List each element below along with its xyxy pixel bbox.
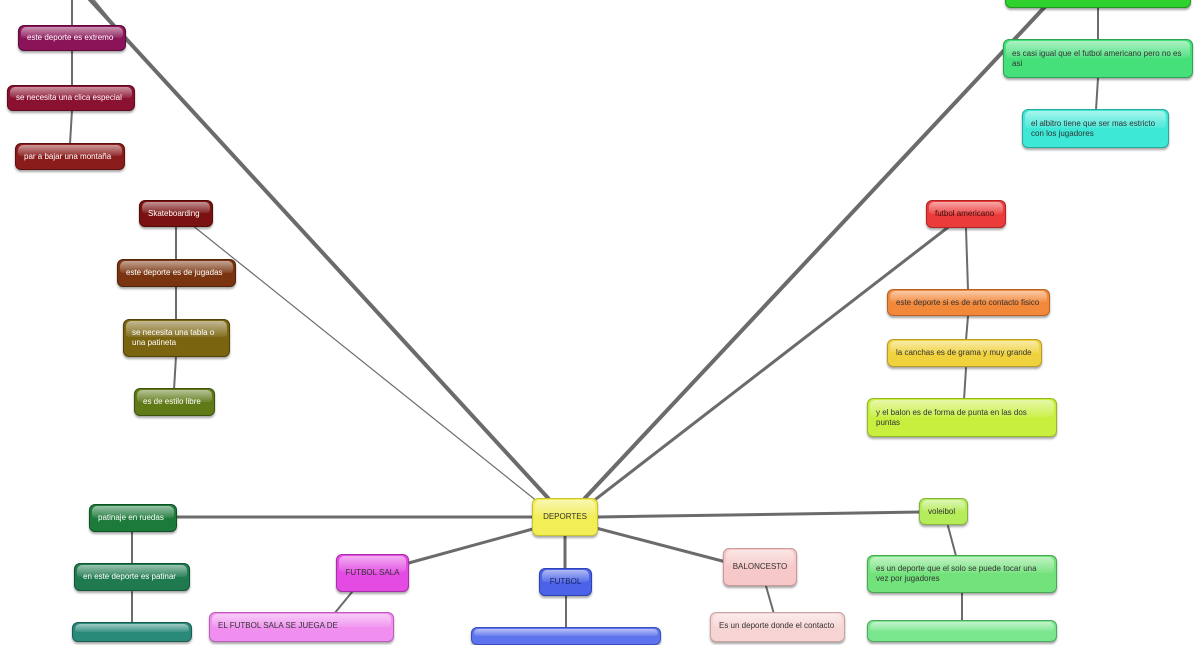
link-tabla-libre bbox=[173, 355, 177, 391]
link-futam-contacto bbox=[965, 227, 969, 291]
link-center-baloncesto bbox=[590, 525, 728, 564]
link-center-top-left bbox=[87, 0, 550, 500]
link-center-voleibol bbox=[596, 510, 924, 519]
node-grama[interactable]: la canchas es de grama y muy grande bbox=[887, 339, 1042, 367]
node-sala-desc[interactable]: EL FUTBOL SALA SE JUEGA DE bbox=[209, 612, 394, 642]
link-grama-balon bbox=[963, 367, 967, 401]
node-fut-americano-label: futbol americano bbox=[935, 209, 995, 218]
node-tabla-label: se necesita una tabla o una patineta bbox=[132, 328, 215, 347]
node-libre-label: es de estilo libre bbox=[143, 397, 201, 406]
node-extremo-label: este deporte es extremo bbox=[27, 33, 114, 42]
node-bal-desc[interactable]: Es un deporte donde el contacto bbox=[710, 612, 845, 642]
link-contacto-grama bbox=[965, 315, 969, 341]
node-patinar-label: en este deporte es patinar bbox=[83, 572, 176, 581]
node-skate-label: Skateboarding bbox=[148, 208, 200, 218]
node-tabla[interactable]: se necesita una tabla o una patineta bbox=[123, 319, 230, 357]
node-sala-desc-label: EL FUTBOL SALA SE JUEGA DE bbox=[218, 621, 338, 630]
link-clica-montana bbox=[69, 109, 73, 145]
node-voleibol-label: voleibol bbox=[928, 506, 956, 516]
node-deportes[interactable]: DEPORTES bbox=[532, 498, 598, 536]
node-baloncesto[interactable]: BALONCESTO bbox=[723, 548, 797, 586]
connector-lines bbox=[69, 0, 1099, 630]
node-vol-desc-label: es un deporte que el solo se puede tocar… bbox=[876, 564, 1037, 583]
node-vol-child2[interactable] bbox=[867, 620, 1057, 642]
node-balon[interactable]: y el balon es de forma de punta en las d… bbox=[867, 398, 1057, 437]
link-center-skate bbox=[191, 224, 539, 503]
link-sala-desc bbox=[333, 591, 353, 615]
node-montana[interactable]: par a bajar una montaña bbox=[15, 143, 125, 170]
node-futbol-sala[interactable]: FUTBOL SALA bbox=[336, 554, 409, 592]
node-jugadas[interactable]: este deporte es de jugadas bbox=[117, 259, 236, 287]
node-top-right-green[interactable] bbox=[1005, 0, 1191, 8]
node-patinar[interactable]: en este deporte es patinar bbox=[74, 563, 190, 591]
node-montana-label: par a bajar una montaña bbox=[24, 151, 112, 161]
node-clica-label: se necesita una clica especial bbox=[16, 93, 122, 102]
node-futbol-label: FUTBOL bbox=[549, 577, 582, 586]
node-extremo[interactable]: este deporte es extremo bbox=[18, 25, 126, 51]
node-voleibol[interactable]: voleibol bbox=[919, 498, 968, 525]
node-grama-label: la canchas es de grama y muy grande bbox=[896, 348, 1032, 357]
node-patinaje-label: patinaje en ruedas bbox=[98, 513, 164, 522]
node-patinaje[interactable]: patinaje en ruedas bbox=[89, 504, 177, 532]
node-contacto-label: este deporte si es de arto contacto fisi… bbox=[896, 297, 1040, 307]
node-deportes-label: DEPORTES bbox=[543, 512, 587, 521]
node-futbol[interactable]: FUTBOL bbox=[539, 568, 592, 596]
link-casi-albitro bbox=[1095, 77, 1099, 111]
node-bal-desc-label: Es un deporte donde el contacto bbox=[719, 621, 835, 630]
node-fut-americano[interactable]: futbol americano bbox=[926, 200, 1006, 228]
link-center-fut-americano bbox=[590, 216, 962, 504]
node-casi-igual[interactable]: es casi igual que el futbol americano pe… bbox=[1003, 39, 1193, 78]
node-albitro-label: el albitro tiene que ser mas estricto co… bbox=[1031, 118, 1156, 138]
node-patinaje-child2[interactable] bbox=[72, 622, 192, 642]
link-bal-desc bbox=[765, 585, 775, 615]
node-baloncesto-label: BALONCESTO bbox=[732, 562, 788, 571]
node-skate[interactable]: Skateboarding bbox=[139, 200, 213, 227]
node-jugadas-label: este deporte es de jugadas bbox=[126, 268, 223, 277]
node-clica[interactable]: se necesita una clica especial bbox=[7, 85, 135, 111]
link-center-top-right bbox=[583, 0, 1055, 500]
link-voleibol-desc bbox=[947, 525, 957, 557]
node-albitro[interactable]: el albitro tiene que ser mas estricto co… bbox=[1022, 109, 1169, 148]
node-casi-igual-label: es casi igual que el futbol americano pe… bbox=[1012, 48, 1182, 68]
node-futbol-sala-label: FUTBOL SALA bbox=[345, 568, 400, 577]
node-libre[interactable]: es de estilo libre bbox=[134, 388, 215, 416]
node-contacto[interactable]: este deporte si es de arto contacto fisi… bbox=[887, 289, 1050, 316]
link-center-futbol-sala bbox=[403, 525, 542, 566]
node-balon-label: y el balon es de forma de punta en las d… bbox=[876, 407, 1027, 427]
node-vol-desc[interactable]: es un deporte que el solo se puede tocar… bbox=[867, 555, 1057, 593]
